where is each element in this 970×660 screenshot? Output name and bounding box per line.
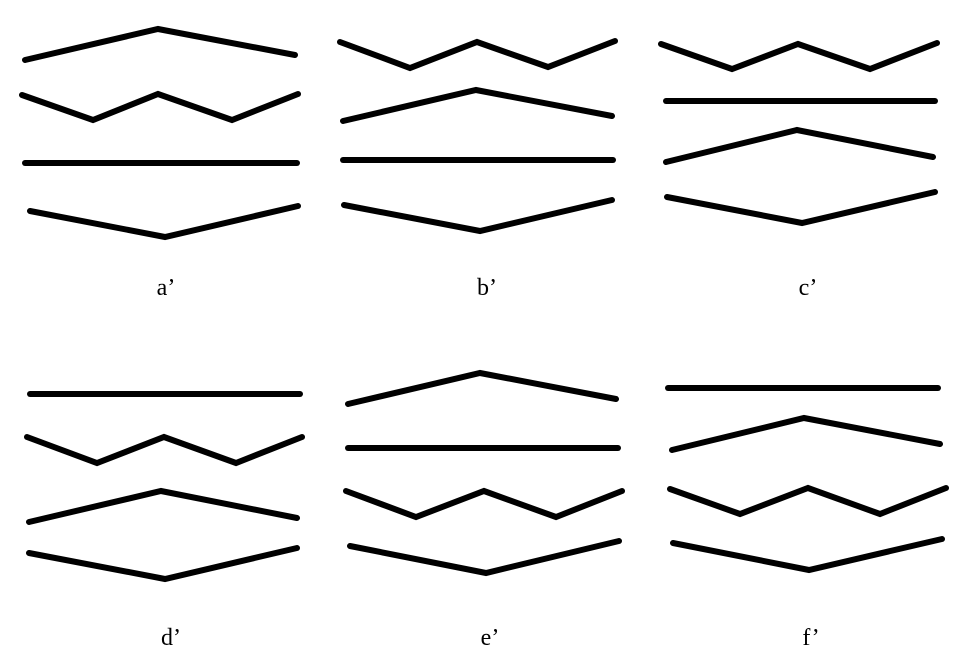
- panel-c-label: c’: [799, 275, 818, 301]
- panel-f-line-zigzag: [667, 484, 949, 518]
- panel-a-line-zigzag: [19, 90, 301, 124]
- panel-d-line-valley: [26, 545, 300, 583]
- panel-c-line-peak: [663, 126, 936, 165]
- panel-f: f’: [665, 385, 949, 651]
- panel-e-line-valley: [347, 538, 622, 577]
- panel-e: e’: [343, 369, 625, 651]
- panel-a: a’: [19, 25, 301, 301]
- panel-b-line-peak: [340, 86, 615, 124]
- panel-d: d’: [24, 391, 305, 651]
- panel-c-line-zigzag: [658, 40, 940, 73]
- panel-c: c’: [658, 40, 940, 301]
- panel-d-line-peak: [26, 487, 300, 525]
- panel-b-line-zigzag: [337, 38, 618, 72]
- panel-e-line-zigzag: [343, 487, 625, 521]
- panel-f-line-peak: [669, 414, 943, 453]
- panel-a-line-peak: [22, 25, 298, 63]
- panel-d-line-zigzag: [24, 433, 305, 467]
- panel-b-label: b’: [477, 275, 497, 301]
- panel-a-line-valley: [27, 203, 301, 241]
- panel-e-line-peak: [345, 369, 619, 407]
- panel-f-label: f’: [802, 625, 819, 651]
- panel-a-label: a’: [157, 275, 176, 301]
- panel-f-line-valley: [670, 536, 945, 574]
- panel-e-label: e’: [481, 625, 500, 651]
- panel-d-label: d’: [161, 625, 181, 651]
- panel-c-line-valley: [664, 189, 938, 227]
- panel-b-line-valley: [341, 197, 615, 235]
- panel-b: b’: [337, 38, 618, 301]
